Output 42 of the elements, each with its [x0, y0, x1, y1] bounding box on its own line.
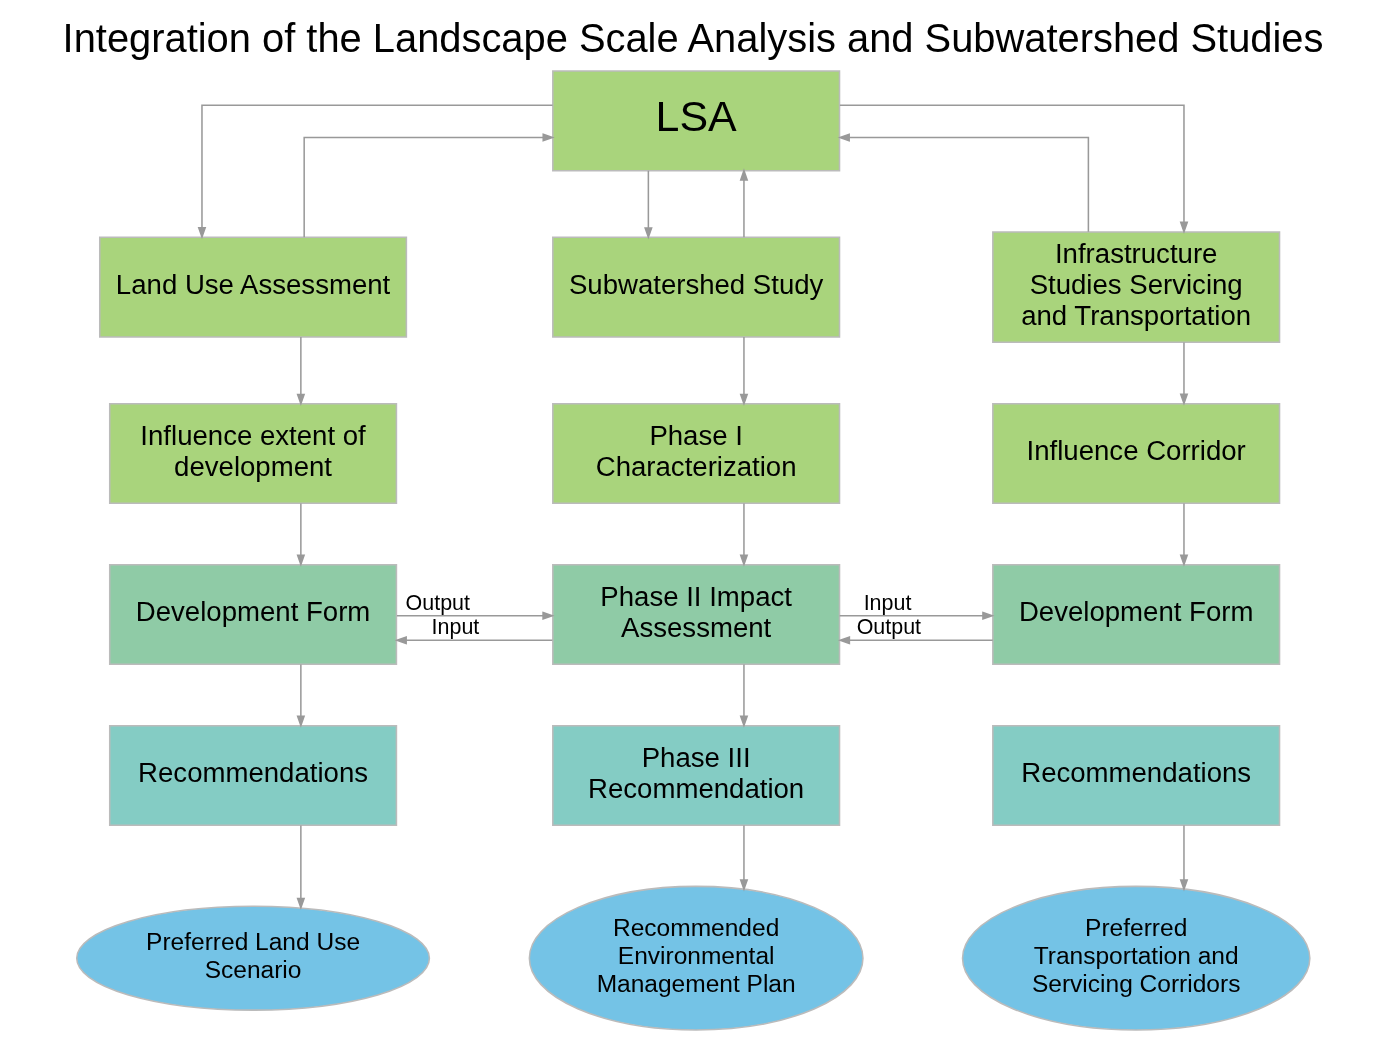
arrow	[838, 104, 1188, 234]
arrow	[838, 611, 994, 621]
node-box: Phase II Impact Assessment	[551, 563, 840, 666]
arrow	[643, 169, 653, 240]
arrow	[296, 824, 305, 910]
arrow	[739, 824, 748, 892]
node-ellipse: Recommended Environmental Management Plan	[528, 885, 864, 1031]
node-box: Infrastructure Studies Servicing and Transportation	[991, 231, 1280, 344]
arrow	[739, 502, 748, 567]
arrow	[837, 133, 1089, 233]
node-box: Recommendations	[991, 724, 1280, 827]
node-ellipse: Preferred Transportation and Servicing Corridors	[961, 885, 1311, 1031]
node-box: Land Use Assessment	[98, 236, 407, 338]
arrow	[739, 168, 748, 239]
node-box: Subwatershed Study	[551, 236, 840, 338]
arrow	[1179, 502, 1188, 567]
arrow	[394, 636, 553, 645]
node-box: Phase III Recommendation	[551, 724, 840, 827]
edge-label: Output	[405, 590, 470, 615]
node-box: Phase I Characterization	[551, 402, 840, 505]
arrow	[296, 502, 305, 567]
arrow	[739, 663, 748, 728]
arrow	[296, 663, 305, 728]
node-box: Recommendations	[108, 724, 397, 827]
arrow	[1179, 824, 1188, 892]
arrow	[296, 336, 305, 406]
node-ellipse: Preferred Land Use Scenario	[75, 905, 430, 1011]
arrow	[837, 636, 993, 645]
arrow	[1179, 341, 1188, 406]
arrow	[197, 104, 553, 240]
edge-label: Output	[856, 615, 921, 640]
diagram-title: Integration of the Landscape Scale Analysis and Subwatershed Studies	[62, 16, 1323, 61]
node-box: Development Form	[991, 563, 1280, 666]
node-box: Influence extent of development	[108, 402, 397, 505]
arrow	[395, 611, 555, 621]
arrow	[739, 336, 748, 406]
node-box: Development Form	[108, 563, 397, 666]
edge-label: Input	[863, 590, 911, 615]
arrow	[302, 133, 555, 239]
node-box: Influence Corridor	[991, 402, 1280, 505]
edge-label: Input	[431, 615, 479, 640]
node-box: LSA	[551, 70, 840, 172]
